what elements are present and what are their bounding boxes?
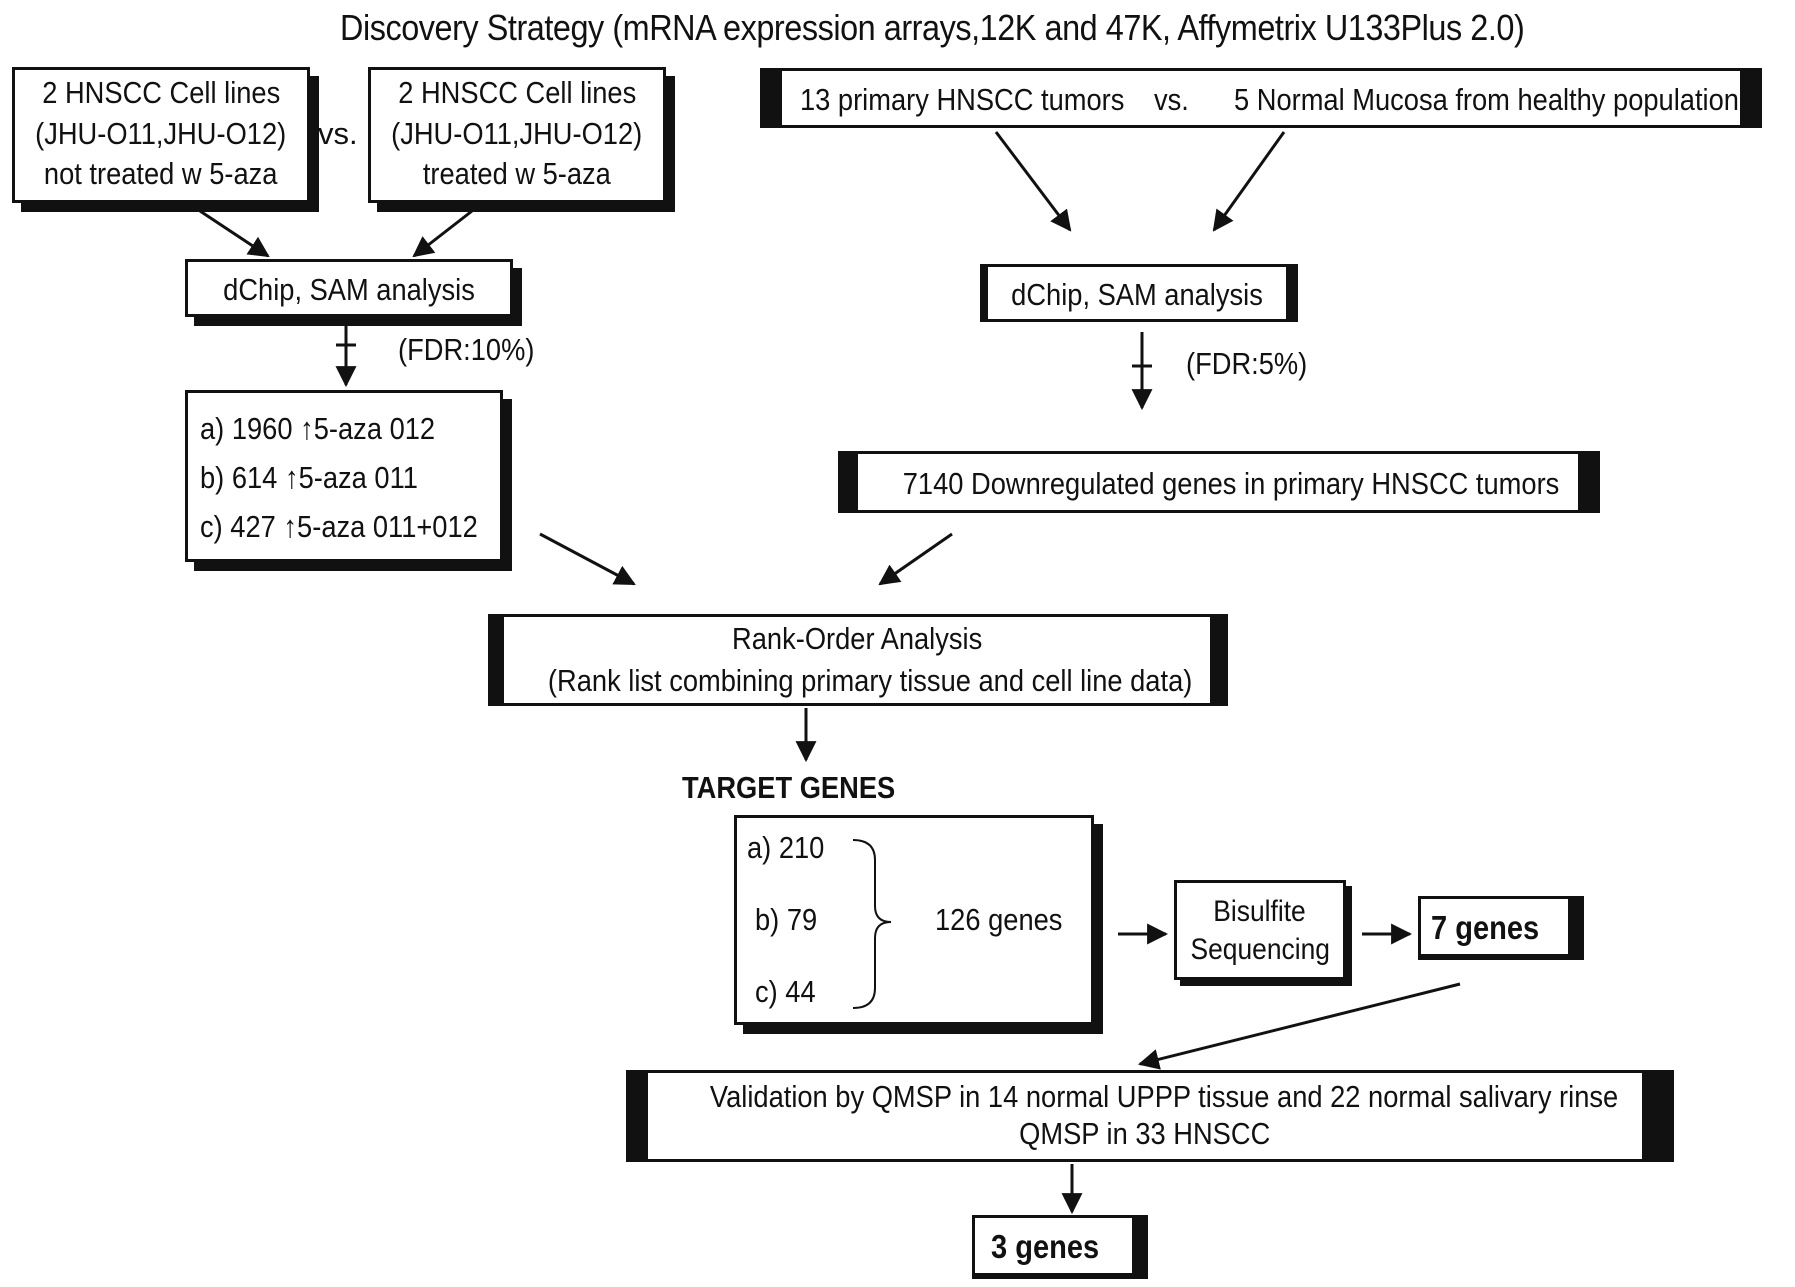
- vs-label-left: vs.: [318, 116, 358, 151]
- diagram-title: Discovery Strategy (mRNA expression arra…: [340, 7, 1525, 48]
- arrow-downregulated-to-rank: [878, 532, 953, 586]
- arrow-results-to-rank: [539, 532, 636, 586]
- validation-line-2: QMSP in 33 HNSCC: [1019, 1116, 1271, 1151]
- validation-line-1: Validation by QMSP in 14 normal UPPP tis…: [709, 1079, 1619, 1114]
- downregulated-label: 7140 Downregulated genes in primary HNSC…: [902, 466, 1560, 501]
- curly-brace-icon: [852, 839, 892, 1009]
- untreated-cell-lines-box: 2 HNSCC Cell lines (JHU-O11,JHU-O12) not…: [12, 67, 310, 203]
- tumor-vs-normal-box: 13 primary HNSCC tumors vs. 5 Normal Muc…: [760, 68, 1762, 128]
- arrow-normal-to-analysis: [1212, 131, 1286, 232]
- up-arrow-icon: ↑: [283, 509, 298, 544]
- result-c-count: c) 427: [200, 509, 276, 544]
- target-genes-box: a) 210 b) 79 c) 44 126 genes: [734, 815, 1094, 1025]
- rank-order-box: Rank-Order Analysis (Rank list combining…: [488, 614, 1228, 706]
- untreated-line-3: not treated w 5-aza: [44, 156, 278, 191]
- result-b-count: b) 614: [200, 460, 278, 495]
- result-a-count: a) 1960: [200, 411, 293, 446]
- right-fdr-label: (FDR:5%): [1186, 346, 1308, 381]
- treated-line-2: (JHU-O11,JHU-O12): [391, 116, 643, 151]
- left-analysis-label: dChip, SAM analysis: [223, 272, 475, 307]
- right-analysis-box: dChip, SAM analysis: [980, 264, 1298, 322]
- untreated-line-1: 2 HNSCC Cell lines: [41, 75, 281, 110]
- bisulfite-line-2: Sequencing: [1190, 933, 1330, 966]
- arrow-untreated-to-analysis: [199, 209, 270, 258]
- comparison-normal: 5 Normal Mucosa from healthy population: [1234, 82, 1739, 117]
- target-item-a: a) 210: [747, 830, 825, 865]
- treated-line-3: treated w 5-aza: [422, 156, 612, 191]
- bisulfite-sequencing-box: Bisulfite Sequencing: [1174, 880, 1346, 980]
- right-analysis-label: dChip, SAM analysis: [1011, 277, 1263, 312]
- target-genes-heading: TARGET GENES: [682, 770, 896, 805]
- up-arrow-icon: ↑: [284, 460, 299, 495]
- downregulated-genes-box: 7140 Downregulated genes in primary HNSC…: [838, 451, 1600, 513]
- seven-genes-label: 7 genes: [1431, 909, 1540, 946]
- target-item-b: b) 79: [755, 902, 818, 937]
- validation-box: Validation by QMSP in 14 normal UPPP tis…: [626, 1070, 1674, 1162]
- arrow-seven-to-validation: [1137, 982, 1461, 1070]
- result-a-label: 5-aza 012: [313, 411, 436, 446]
- seven-genes-box: 7 genes: [1418, 896, 1584, 960]
- result-c-label: 5-aza 011+012: [297, 509, 478, 544]
- arrow-treated-to-analysis: [412, 209, 473, 258]
- three-genes-box: 3 genes: [972, 1215, 1148, 1279]
- treated-cell-lines-box: 2 HNSCC Cell lines (JHU-O11,JHU-O12) tre…: [368, 67, 666, 203]
- arrow-tumors-to-analysis: [994, 131, 1072, 232]
- comparison-tumors: 13 primary HNSCC tumors: [800, 82, 1125, 117]
- rank-order-title: Rank-Order Analysis: [731, 621, 983, 656]
- bisulfite-line-1: Bisulfite: [1213, 895, 1307, 928]
- up-arrow-icon: ↑: [300, 411, 314, 446]
- left-analysis-box: dChip, SAM analysis: [185, 259, 513, 317]
- target-item-c: c) 44: [755, 974, 816, 1009]
- left-fdr-label: (FDR:10%): [398, 332, 535, 367]
- rank-order-subtitle: (Rank list combining primary tissue and …: [547, 663, 1193, 698]
- result-b-label: 5-aza 011: [298, 460, 418, 495]
- untreated-line-2: (JHU-O11,JHU-O12): [35, 116, 287, 151]
- left-results-box: a) 1960 ↑5-aza 012 b) 614 ↑5-aza 011 c) …: [185, 390, 503, 562]
- three-genes-label: 3 genes: [991, 1228, 1100, 1265]
- treated-line-1: 2 HNSCC Cell lines: [397, 75, 637, 110]
- target-genes-total: 126 genes: [935, 902, 1063, 937]
- comparison-vs: vs.: [1154, 82, 1189, 117]
